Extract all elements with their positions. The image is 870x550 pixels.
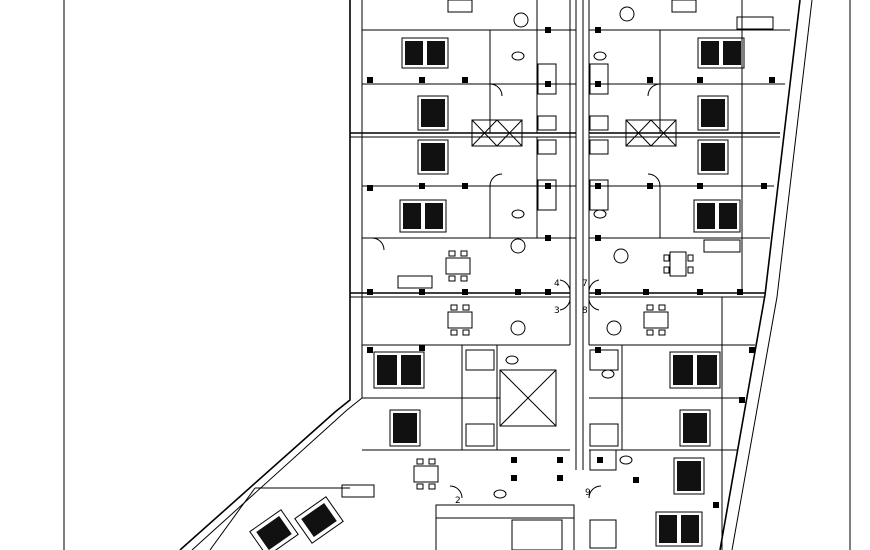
unit-label-4: 4 bbox=[554, 279, 560, 289]
column-mark bbox=[749, 347, 755, 353]
column-mark bbox=[462, 183, 468, 189]
unit-label-2: 2 bbox=[455, 496, 461, 506]
column-mark bbox=[515, 289, 521, 295]
column-mark bbox=[769, 77, 775, 83]
column-mark bbox=[545, 183, 551, 189]
unit-label-7: 7 bbox=[582, 279, 588, 289]
wardrobes bbox=[471, 119, 677, 147]
beds bbox=[249, 37, 745, 550]
column-mark bbox=[419, 183, 425, 189]
column-mark bbox=[737, 289, 743, 295]
column-mark bbox=[597, 457, 603, 463]
unit-label-8: 8 bbox=[582, 306, 588, 316]
dining-tables bbox=[413, 0, 697, 490]
column-mark bbox=[697, 289, 703, 295]
column-mark bbox=[761, 183, 767, 189]
right-wing-outline bbox=[589, 0, 813, 550]
column-mark bbox=[739, 397, 745, 403]
column-mark bbox=[595, 81, 601, 87]
column-mark bbox=[595, 289, 601, 295]
column-mark bbox=[643, 289, 649, 295]
column-mark bbox=[419, 345, 425, 351]
column-mark bbox=[633, 477, 639, 483]
column-mark bbox=[367, 185, 373, 191]
column-mark bbox=[595, 235, 601, 241]
left-wing-outline bbox=[179, 0, 576, 550]
column-mark bbox=[697, 183, 703, 189]
column-mark bbox=[367, 347, 373, 353]
column-mark bbox=[462, 289, 468, 295]
sanitary-fixtures bbox=[465, 51, 633, 549]
column-mark bbox=[367, 77, 373, 83]
round-tables bbox=[510, 6, 635, 336]
door-swings bbox=[371, 83, 661, 499]
column-mark bbox=[511, 457, 517, 463]
column-mark bbox=[419, 77, 425, 83]
column-mark bbox=[713, 502, 719, 508]
column-mark bbox=[419, 289, 425, 295]
unit-label-9: 9 bbox=[585, 488, 591, 498]
column-mark bbox=[647, 183, 653, 189]
structural-columns bbox=[367, 27, 775, 508]
column-mark bbox=[545, 235, 551, 241]
central-corridor bbox=[569, 0, 590, 470]
column-mark bbox=[545, 289, 551, 295]
column-mark bbox=[595, 347, 601, 353]
unit-numbers: 2 3 4 7 8 9 bbox=[455, 279, 591, 506]
stair-core bbox=[435, 369, 575, 550]
column-mark bbox=[557, 475, 563, 481]
column-mark bbox=[697, 77, 703, 83]
column-mark bbox=[595, 27, 601, 33]
column-mark bbox=[367, 289, 373, 295]
drawing-border bbox=[63, 0, 851, 550]
unit-label-3: 3 bbox=[554, 306, 560, 316]
column-mark bbox=[511, 475, 517, 481]
column-mark bbox=[545, 81, 551, 87]
sofas bbox=[341, 16, 774, 498]
column-mark bbox=[545, 27, 551, 33]
column-mark bbox=[647, 77, 653, 83]
column-mark bbox=[557, 457, 563, 463]
column-mark bbox=[462, 77, 468, 83]
column-mark bbox=[595, 183, 601, 189]
